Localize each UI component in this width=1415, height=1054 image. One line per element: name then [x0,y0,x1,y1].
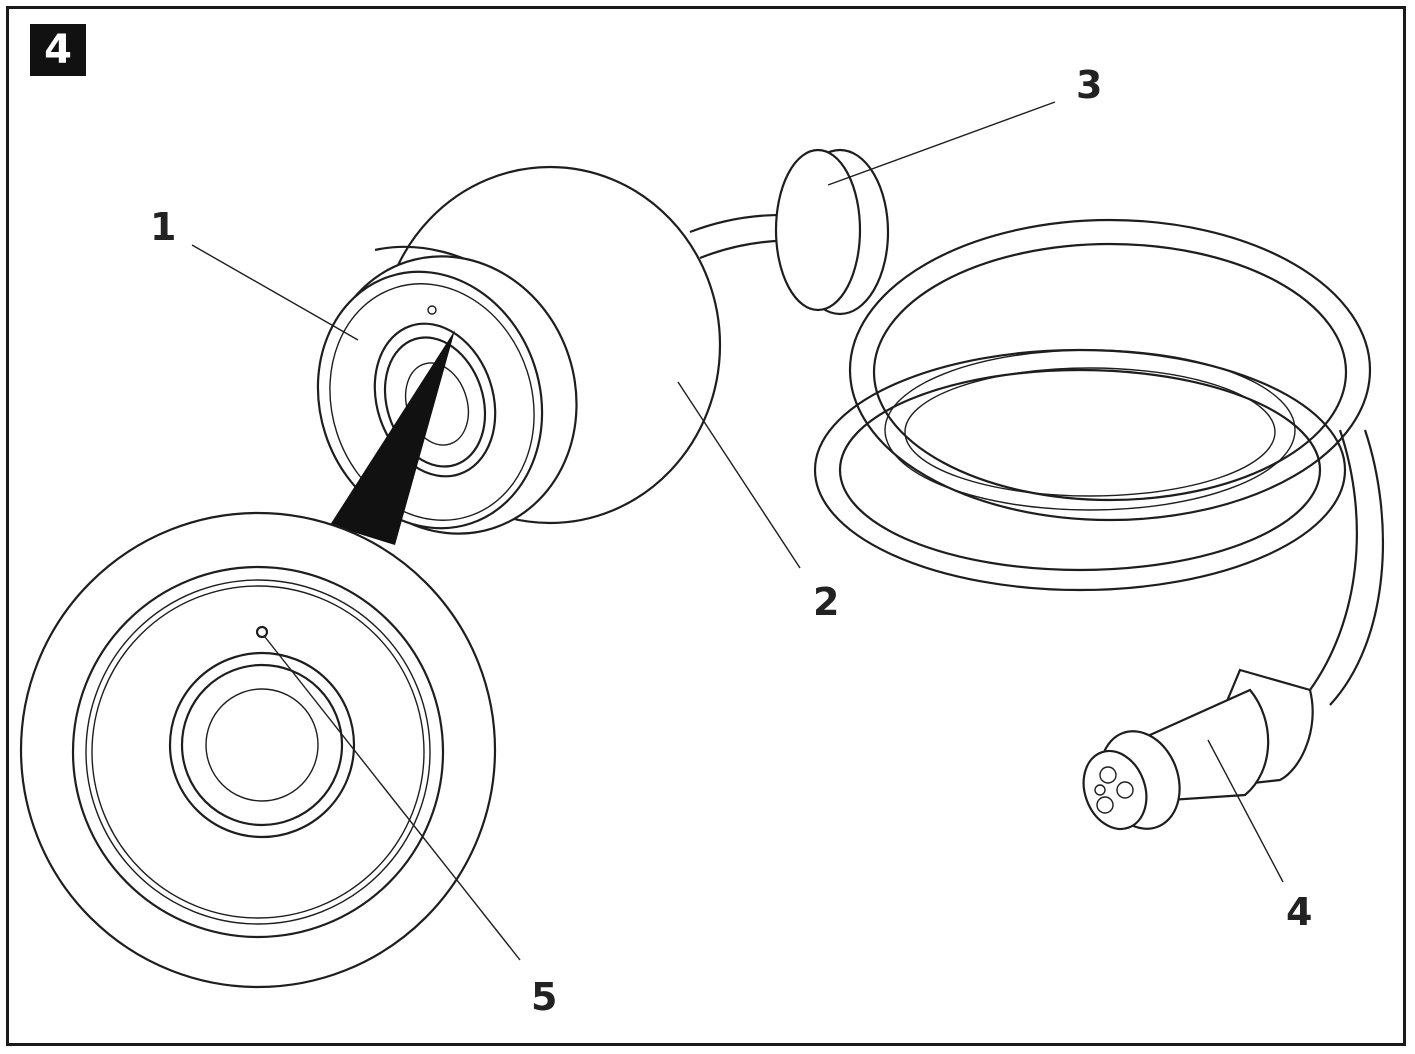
magnifier-pointer [330,330,455,545]
callout-3: 3 [1076,63,1103,107]
connector-plug [1082,668,1314,831]
callout-1: 1 [150,205,177,249]
figure-number-badge: 4 [30,24,86,76]
callout-2: 2 [813,580,840,624]
callout-5: 5 [531,975,558,1019]
figure-frame [6,6,1406,1046]
magnified-detail [19,511,497,989]
leader-lines [191,101,1284,961]
cable-coil [689,213,1385,706]
callout-4: 4 [1286,890,1313,934]
strain-relief-ring [774,148,890,316]
